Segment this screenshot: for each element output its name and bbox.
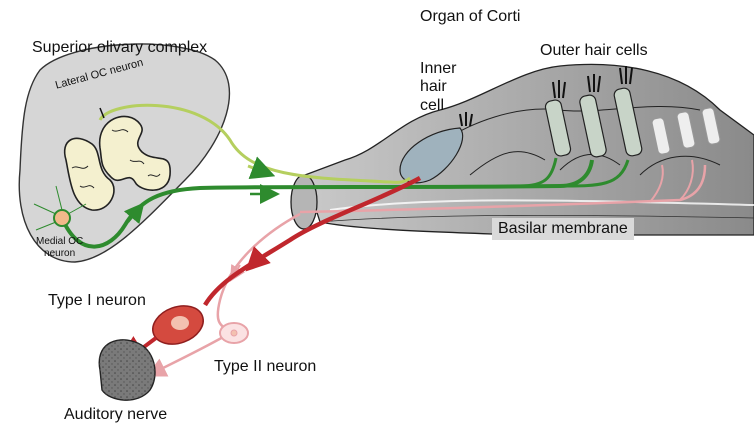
type-i-neuron-label: Type I neuron [48, 292, 146, 310]
inner-hair-cell-label: Inner hair cell [420, 60, 456, 115]
medial-oc-neuron-label-line1: Medial OC [36, 236, 83, 248]
medial-oc-neuron-label: Medial OC neuron [36, 236, 83, 259]
superior-olivary-complex-label: Superior olivary complex [32, 39, 207, 57]
type-ii-neuron-label: Type II neuron [214, 358, 316, 376]
medial-oc-neuron-soma [54, 210, 70, 226]
outer-hair-cells-label: Outer hair cells [540, 42, 648, 60]
organ-of-corti-label: Organ of Corti [420, 8, 520, 26]
auditory-nerve-label: Auditory nerve [64, 406, 167, 424]
inner-hair-cell-label-line3: cell [420, 97, 456, 115]
medial-oc-neuron-label-line2: neuron [36, 248, 83, 260]
inner-hair-cell-label-line2: hair [420, 78, 456, 96]
cochlea-opening [291, 175, 317, 229]
basilar-membrane-label: Basilar membrane [492, 218, 634, 240]
inner-hair-cell-label-line1: Inner [420, 60, 456, 78]
